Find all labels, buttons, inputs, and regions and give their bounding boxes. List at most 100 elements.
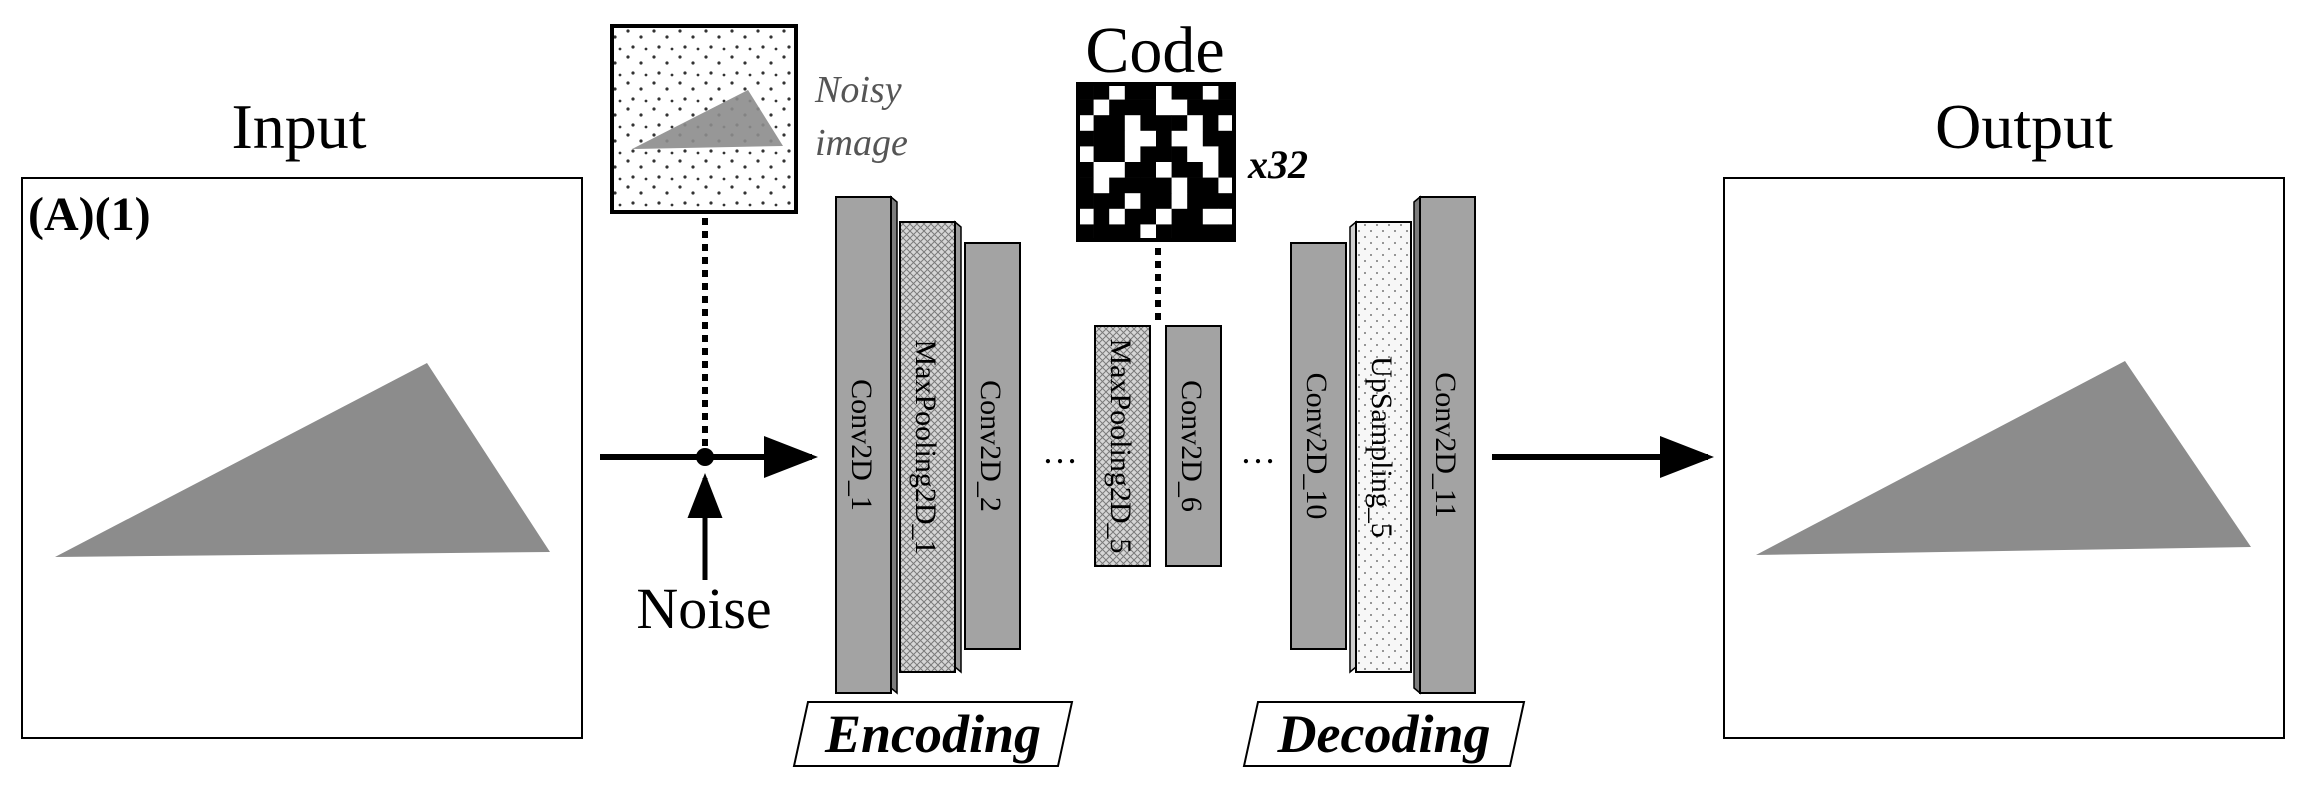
code-cell <box>1171 99 1188 116</box>
code-cell <box>1171 115 1188 132</box>
layer-conv2d-10: Conv2D_10 <box>1290 242 1347 650</box>
code-cell <box>1218 224 1235 241</box>
code-cell <box>1124 146 1141 163</box>
noisy-image-triangle <box>632 90 783 149</box>
code-cell <box>1202 177 1219 194</box>
code-cell <box>1109 193 1126 210</box>
code-cell <box>1140 193 1157 210</box>
code-cell <box>1093 193 1110 210</box>
code-cell <box>1109 99 1126 116</box>
layer-maxpooling2d-1: MaxPooling2D_1 <box>899 220 962 674</box>
code-title: Code <box>1085 14 1224 87</box>
code-cell <box>1218 193 1235 210</box>
output-title: Output <box>1935 91 2113 162</box>
output-triangle <box>1756 361 2251 555</box>
code-cell <box>1171 146 1188 163</box>
noise-label: Noise <box>636 576 771 641</box>
code-cell <box>1078 84 1094 100</box>
decoding-label: Decoding <box>1277 704 1491 764</box>
code-cell <box>1218 162 1235 178</box>
code-cell <box>1187 177 1204 194</box>
code-cell <box>1078 115 1094 132</box>
code-cell <box>1218 130 1235 147</box>
code-cell <box>1187 162 1204 178</box>
code-cell <box>1202 115 1219 132</box>
code-cell <box>1093 99 1110 116</box>
code-cell <box>1078 224 1094 241</box>
code-cell <box>1124 177 1141 194</box>
code-cell <box>1078 162 1094 178</box>
code-cell <box>1156 193 1172 210</box>
code-cell <box>1124 115 1141 132</box>
layer-label-conv2d-2: Conv2D_2 <box>974 380 1007 512</box>
code-cell <box>1109 115 1126 132</box>
code-grid <box>1078 84 1235 241</box>
code-cell <box>1078 193 1094 210</box>
code-cell <box>1109 224 1126 241</box>
code-cell <box>1187 193 1204 210</box>
panel-label: (A)(1) <box>28 188 151 241</box>
code-cell <box>1187 99 1204 116</box>
layer-label-maxpooling2d-5: MaxPooling2D_5 <box>1104 338 1137 553</box>
input-title: Input <box>231 91 366 162</box>
code-cell <box>1109 146 1126 163</box>
layer-conv2d-11: Conv2D_11 <box>1413 195 1476 695</box>
code-cell <box>1202 84 1219 100</box>
code-cell <box>1156 84 1172 100</box>
code-cell <box>1093 208 1110 225</box>
layer-label-conv2d-11: Conv2D_11 <box>1429 372 1462 518</box>
code-cell <box>1124 208 1141 225</box>
code-cell <box>1078 177 1094 194</box>
code-cell <box>1218 99 1235 116</box>
code-cell <box>1124 130 1141 147</box>
code-cell <box>1140 130 1157 147</box>
code-cell <box>1093 146 1110 163</box>
code-cell <box>1093 224 1110 241</box>
code-cell <box>1140 208 1157 225</box>
decoder-ellipsis: … <box>1240 431 1276 471</box>
code-cell <box>1078 146 1094 163</box>
code-cell <box>1124 193 1141 210</box>
code-cell <box>1218 115 1235 132</box>
code-cell <box>1171 177 1188 194</box>
input-triangle <box>55 363 550 557</box>
code-cell <box>1202 130 1219 147</box>
code-cell <box>1140 84 1157 100</box>
code-cell <box>1078 130 1094 147</box>
code-cell <box>1109 84 1126 100</box>
code-cell <box>1078 99 1094 116</box>
layer-conv2d-2: Conv2D_2 <box>964 242 1021 650</box>
layer-maxpooling2d-5: MaxPooling2D_5 <box>1094 325 1151 567</box>
code-cell <box>1078 208 1094 225</box>
code-cell <box>1093 115 1110 132</box>
code-cell <box>1187 84 1204 100</box>
layer-label-conv2d-1: Conv2D_1 <box>845 379 878 511</box>
code-cell <box>1202 193 1219 210</box>
encoder-ellipsis: … <box>1042 431 1078 471</box>
code-cell <box>1140 162 1157 178</box>
code-cell <box>1156 99 1172 116</box>
code-cell <box>1156 115 1172 132</box>
code-cell <box>1156 177 1172 194</box>
layer-conv2d-1: Conv2D_1 <box>835 195 898 695</box>
code-cell <box>1109 162 1126 178</box>
code-cell <box>1171 84 1188 100</box>
code-cell <box>1187 146 1204 163</box>
code-grid-border <box>1076 82 1236 242</box>
layer-upsampling-5: UpSampling_5 <box>1349 220 1412 674</box>
code-cell <box>1218 177 1235 194</box>
layer-label-conv2d-6: Conv2D_6 <box>1175 380 1208 512</box>
code-cell <box>1140 115 1157 132</box>
code-cell <box>1124 162 1141 178</box>
noisy-image-label-line2: image <box>815 122 908 164</box>
code-cell <box>1156 208 1172 225</box>
code-cell <box>1156 224 1172 241</box>
code-cell <box>1171 224 1188 241</box>
code-cell <box>1124 99 1141 116</box>
layer-conv2d-6: Conv2D_6 <box>1165 325 1222 567</box>
code-cell <box>1109 177 1126 194</box>
code-cell <box>1187 224 1204 241</box>
code-cell <box>1171 162 1188 178</box>
code-cell <box>1187 130 1204 147</box>
